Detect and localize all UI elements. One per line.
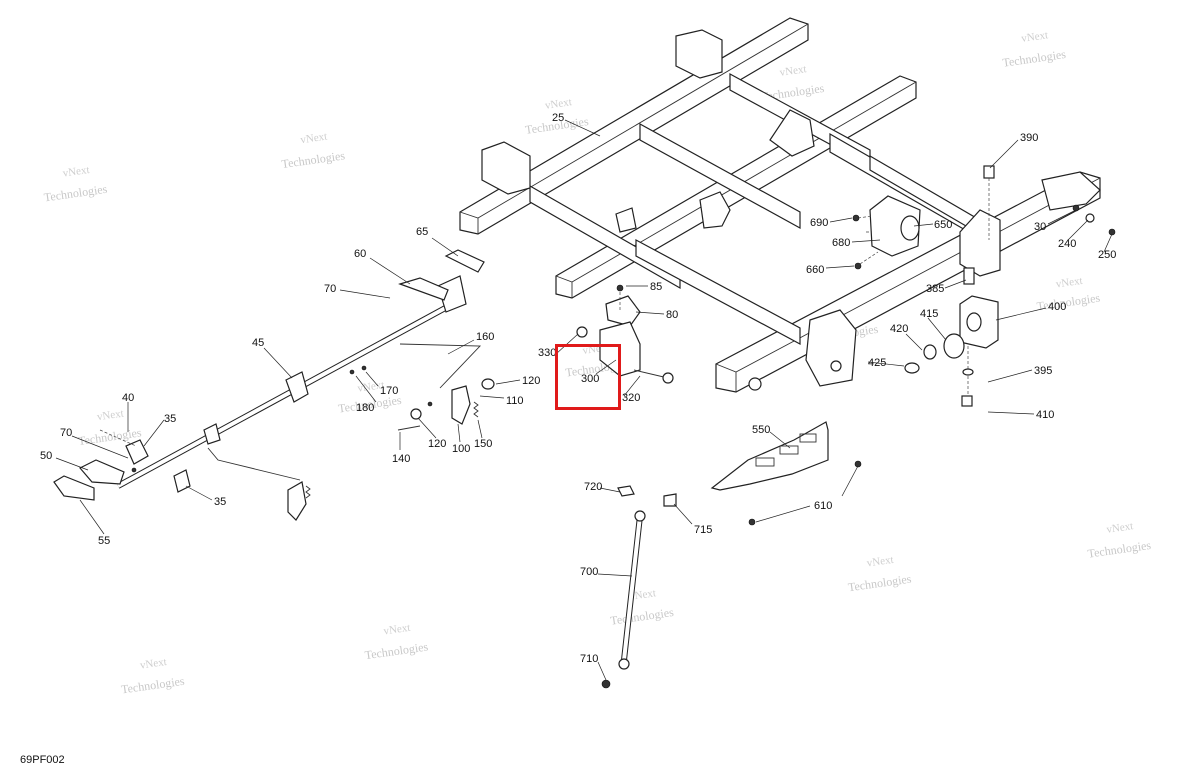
callout-50: 50 — [40, 450, 52, 462]
callout-170: 170 — [380, 385, 398, 397]
callout-715: 715 — [694, 524, 712, 536]
watermark-technologies: Technologies — [1036, 291, 1101, 314]
watermark-technologies: Technologies — [43, 182, 108, 205]
callout-80: 80 — [666, 309, 678, 321]
callout-385: 385 — [926, 283, 944, 295]
watermark-vnext: vNext — [300, 131, 328, 147]
watermark-technologies: Technologies — [1087, 538, 1152, 561]
callout-120-lower: 120 — [428, 438, 446, 450]
callout-710: 710 — [580, 653, 598, 665]
callout-650: 650 — [934, 219, 952, 231]
callout-660: 660 — [806, 264, 824, 276]
callout-25: 25 — [552, 112, 564, 124]
watermark-vnext: vNext — [544, 96, 572, 112]
callout-70-lower: 70 — [60, 427, 72, 439]
callout-45: 45 — [252, 337, 264, 349]
bushing-400 — [959, 295, 999, 407]
handle-50 — [53, 459, 125, 501]
watermark-technologies: Technologies — [1002, 47, 1067, 70]
bolt-390 — [983, 165, 995, 240]
watermark-vnext: vNext — [1021, 29, 1049, 45]
callout-30: 30 — [1034, 221, 1046, 233]
watermark-technologies: Technologies — [364, 639, 429, 662]
watermark-vnext: vNext — [628, 587, 656, 603]
watermark-technologies: Technologies — [281, 148, 346, 171]
watermark-technologies: Technologies — [609, 605, 674, 628]
callout-85: 85 — [650, 281, 662, 293]
latch-lower — [287, 481, 311, 521]
callout-35-lower: 35 — [214, 496, 226, 508]
callout-150: 150 — [474, 438, 492, 450]
callout-35-upper: 35 — [164, 413, 176, 425]
callout-100: 100 — [452, 443, 470, 455]
watermark-vnext: vNext — [779, 63, 807, 79]
callout-415: 415 — [920, 308, 938, 320]
leader-lines — [55, 119, 1113, 681]
callout-60: 60 — [354, 248, 366, 260]
callout-65: 65 — [416, 226, 428, 238]
latch-rod-160 — [207, 343, 482, 481]
highlight-box-300 — [555, 344, 621, 410]
handle-65 — [398, 249, 485, 301]
callout-395: 395 — [1034, 365, 1052, 377]
callout-700: 700 — [580, 566, 598, 578]
latch-100-110-120 — [349, 365, 495, 431]
callout-390: 390 — [1020, 132, 1038, 144]
callout-110: 110 — [506, 395, 524, 407]
gas-strut-700 — [601, 485, 677, 689]
watermark-vnext: vNext — [1055, 275, 1083, 291]
callout-140: 140 — [392, 453, 410, 465]
skid-plate-550 — [710, 421, 862, 526]
tilt-shaft-45 — [116, 275, 467, 489]
callout-180: 180 — [356, 402, 374, 414]
callout-400: 400 — [1048, 301, 1066, 313]
watermark-vnext: vNext — [62, 164, 90, 180]
diagram-code: 69PF002 — [20, 754, 65, 766]
callout-labels: 25 390 690 650 680 660 30 240 250 385 40… — [40, 112, 1116, 665]
watermark-vnext: vNext — [1106, 520, 1134, 536]
watermark-vnext: vNext — [96, 408, 124, 424]
callout-425: 425 — [868, 357, 886, 369]
callout-550: 550 — [752, 424, 770, 436]
bracket-650-680 — [852, 195, 921, 270]
bolt-385 — [963, 267, 975, 285]
callout-680: 680 — [832, 237, 850, 249]
callout-690: 690 — [810, 217, 828, 229]
watermark-technologies: Technologies — [847, 572, 912, 595]
callout-300: 300 — [581, 373, 599, 385]
watermark-vnext: vNext — [357, 379, 385, 395]
bushing-415-420-425 — [904, 333, 965, 374]
callout-320: 320 — [622, 392, 640, 404]
callout-410: 410 — [1036, 409, 1054, 421]
callout-70-upper: 70 — [324, 283, 336, 295]
watermark-technologies: Technologies — [120, 674, 185, 697]
watermark-vnext: vNext — [866, 554, 894, 570]
callout-40: 40 — [122, 392, 134, 404]
callout-330: 330 — [538, 347, 556, 359]
callout-240: 240 — [1058, 238, 1076, 250]
bracket-35 — [99, 429, 191, 493]
callout-120-upper: 120 — [522, 375, 540, 387]
callout-420: 420 — [890, 323, 908, 335]
callout-55: 55 — [98, 535, 110, 547]
frame-25 — [459, 17, 1101, 393]
callout-610: 610 — [814, 500, 832, 512]
callout-160: 160 — [476, 331, 494, 343]
callout-720: 720 — [584, 481, 602, 493]
watermark-vnext: vNext — [383, 622, 411, 638]
watermark-vnext: vNext — [139, 656, 167, 672]
callout-250: 250 — [1098, 249, 1116, 261]
